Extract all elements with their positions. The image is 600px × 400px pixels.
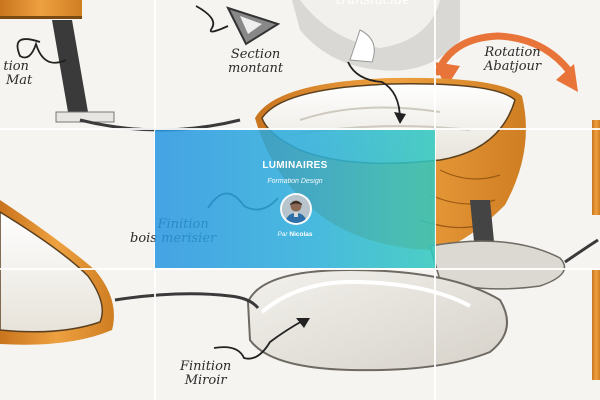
card-author[interactable]: Par Nicolas — [155, 231, 435, 238]
lamp-base-mirror — [246, 268, 508, 372]
tile-divider-h1 — [0, 128, 600, 130]
course-card-overlay[interactable]: LUMINAIRES Formation Design Par Nicolas — [155, 130, 435, 268]
label-cut-left: tion Mat — [3, 59, 33, 88]
author-name: Nicolas — [289, 231, 313, 238]
card-title: LUMINAIRES — [262, 160, 328, 171]
avatar-portrait-icon — [282, 195, 310, 223]
label-section-montant: Section montant — [228, 47, 284, 76]
wood-bar-top-left — [0, 0, 82, 18]
label-translucide: translucide — [336, 0, 411, 8]
author-avatar[interactable] — [280, 193, 312, 225]
lamp-post-left — [52, 20, 88, 112]
tile-divider-h2 — [0, 268, 600, 270]
tile-divider-v2 — [434, 0, 436, 400]
label-rotation-abatjour: Rotation Abatjour — [484, 45, 542, 74]
author-prefix: Par — [277, 231, 288, 238]
label-finition-miroir: Finition Miroir — [180, 359, 232, 388]
card-subtitle: Formation Design — [267, 178, 323, 185]
